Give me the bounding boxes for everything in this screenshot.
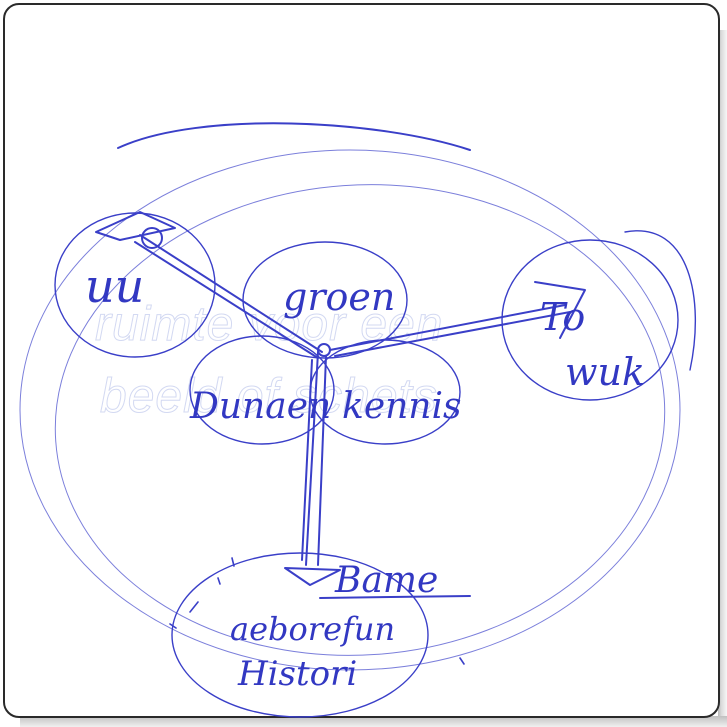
- arrow-head-right: [534, 281, 586, 339]
- top-arc-stroke: [117, 122, 471, 151]
- arrow-knot-left: [141, 227, 163, 249]
- arrow-to-bottom: [301, 351, 327, 566]
- label-right-bottom: kennis: [342, 386, 461, 427]
- arrow-to-left: [134, 234, 323, 359]
- watermark-line-2: beeld of schets: [100, 370, 438, 423]
- card-side-shadow: [718, 30, 727, 725]
- label-right: wuk: [565, 350, 645, 394]
- card-bottom-shadow: [20, 716, 727, 727]
- arrow-to-right: [329, 304, 571, 357]
- outer-ellipse-2: [54, 184, 666, 656]
- label-bottom-top: Bame: [334, 560, 438, 601]
- underline-bottom: [319, 595, 471, 599]
- arrow-head-left: [95, 211, 176, 241]
- label-center: groen: [283, 275, 395, 319]
- label-bottom-low: Histori: [237, 654, 357, 694]
- label-left-bottom: Dunaen: [189, 386, 331, 427]
- circle-bottom: [171, 552, 429, 718]
- outer-ellipse: [19, 149, 681, 671]
- arrow-head-bottom: [284, 567, 341, 586]
- circle-center-left: [189, 335, 335, 445]
- hub-knot: [317, 343, 331, 357]
- right-circle-loop: [624, 230, 696, 371]
- circle-right: [501, 239, 679, 401]
- label-left: uu: [85, 259, 144, 313]
- label-right-top: To: [540, 295, 585, 339]
- circle-left: [54, 212, 216, 358]
- label-bottom-mid: aeborefun: [230, 610, 395, 648]
- stray-marks: [169, 557, 465, 665]
